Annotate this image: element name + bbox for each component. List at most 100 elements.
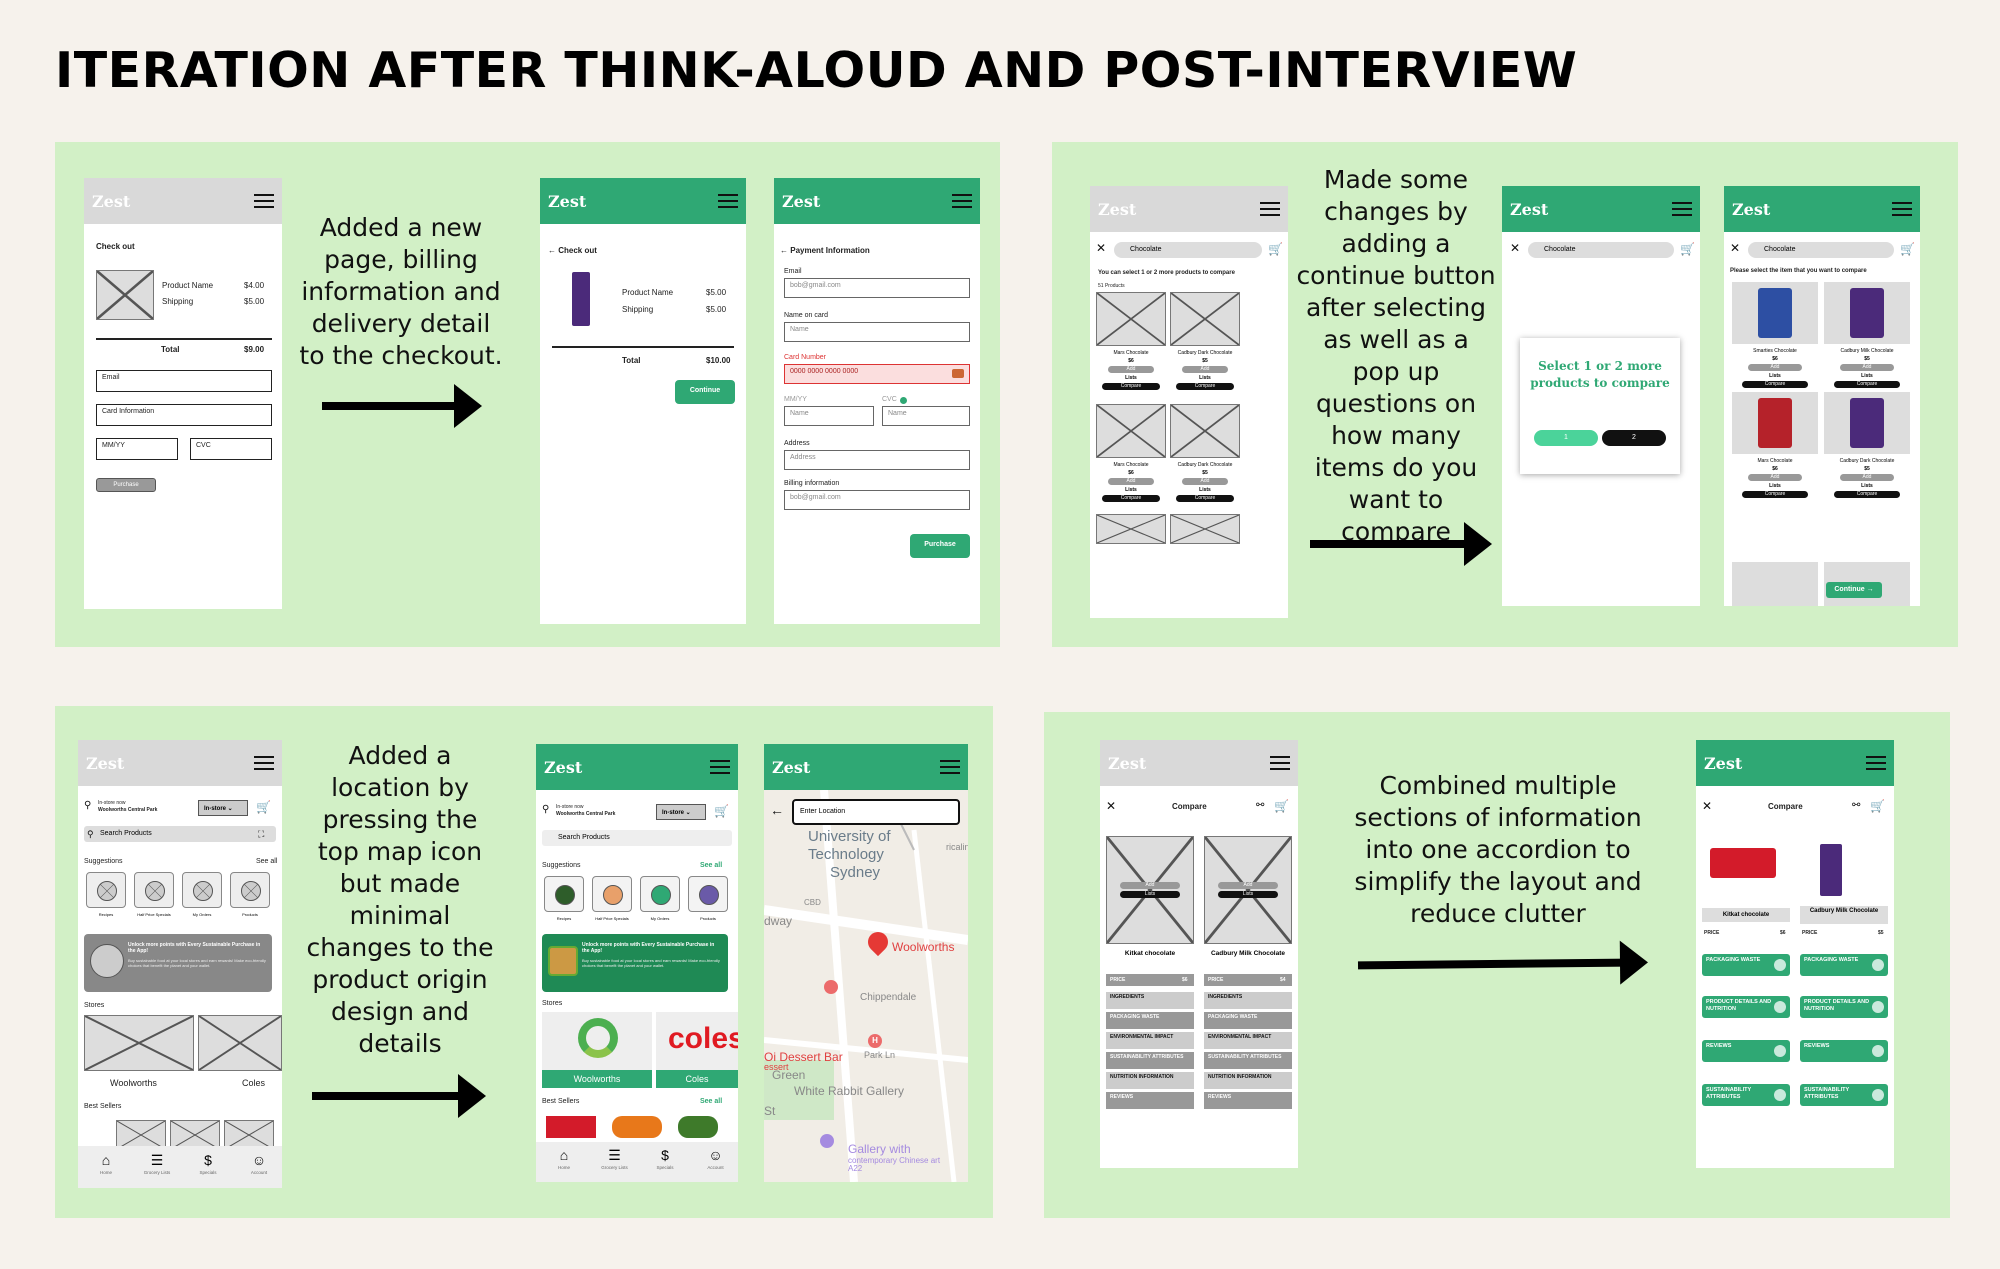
continue-button[interactable]: Continue [675, 380, 735, 404]
search-input[interactable]: Chocolate [1114, 242, 1262, 258]
store-card-coles[interactable]: coles Coles [656, 1012, 738, 1088]
compare-button[interactable]: Compare [1742, 491, 1808, 498]
accordion-row[interactable]: PRODUCT DETAILS AND NUTRITION [1702, 996, 1790, 1018]
chevron-down-icon[interactable] [1774, 1001, 1786, 1013]
share-icon[interactable]: ⚯ [1852, 800, 1861, 811]
nav-label[interactable]: Account [707, 1165, 724, 1170]
chevron-down-icon[interactable] [1872, 1045, 1884, 1057]
accordion-row[interactable]: PRODUCT DETAILS AND NUTRITION [1800, 996, 1888, 1018]
accordion-row[interactable]: PACKAGING WASTE [1800, 954, 1888, 976]
accordion-row[interactable]: ENVIRONMENTAL IMPACT [1204, 1032, 1292, 1049]
share-icon[interactable]: ⚯ [1256, 800, 1265, 811]
accordion-row[interactable]: PACKAGING WASTE [1702, 954, 1790, 976]
cart-icon[interactable]: 🛒 [1274, 799, 1289, 813]
compare-button[interactable]: Compare [1742, 381, 1808, 388]
hospital-pin-icon[interactable]: H [868, 1034, 882, 1048]
accordion-row[interactable]: SUSTAINABILITY ATTRIBUTES [1702, 1084, 1790, 1106]
cvc-field[interactable]: Name [882, 406, 970, 426]
cart-icon[interactable]: 🛒 [1680, 242, 1695, 256]
add-button[interactable]: Add [1120, 882, 1180, 889]
menu-icon[interactable] [254, 194, 274, 208]
lists-button[interactable]: Lists [1861, 483, 1873, 489]
dessert-pin-icon[interactable] [824, 980, 838, 994]
add-button[interactable]: Add [1840, 364, 1894, 371]
map-view[interactable] [764, 790, 968, 1182]
accordion-row[interactable]: NUTRITION INFORMATION [1106, 1072, 1194, 1089]
see-all-link[interactable]: See all [700, 862, 723, 869]
add-button[interactable]: Add [1748, 364, 1802, 371]
nav-icon[interactable]: ⌂ [559, 1147, 569, 1163]
nav-icon[interactable]: ☺ [251, 1152, 267, 1168]
accordion-row[interactable]: REVIEWS [1106, 1092, 1194, 1109]
accordion-row[interactable]: INGREDIENTS [1204, 992, 1292, 1009]
continue-button[interactable]: Continue → [1826, 582, 1882, 598]
cart-icon[interactable]: 🛒 [714, 804, 729, 818]
lists-button[interactable]: Lists [1218, 891, 1278, 898]
billing-field[interactable]: bob@gmail.com [784, 490, 970, 510]
cart-icon[interactable]: 🛒 [256, 800, 271, 814]
cart-icon[interactable]: 🛒 [1900, 242, 1915, 256]
lists-button[interactable]: Lists [1199, 375, 1211, 381]
nav-icon[interactable]: ☰ [608, 1147, 621, 1163]
close-icon[interactable]: ✕ [1096, 241, 1107, 255]
nav-label[interactable]: Grocery Lists [601, 1165, 628, 1170]
add-button[interactable]: Add [1748, 474, 1802, 481]
add-button[interactable]: Add [1218, 882, 1278, 889]
suggestion-tile[interactable] [182, 872, 222, 908]
location-input[interactable]: Enter Location [792, 799, 960, 825]
purchase-button[interactable]: Purchase [96, 478, 156, 492]
compare-button[interactable]: Compare [1102, 383, 1160, 390]
best-seller-oranges[interactable] [612, 1116, 662, 1138]
chevron-down-icon[interactable] [1872, 1089, 1884, 1101]
accordion-row[interactable]: ENVIRONMENTAL IMPACT [1106, 1032, 1194, 1049]
accordion-row[interactable]: SUSTAINABILITY ATTRIBUTES [1204, 1052, 1292, 1069]
search-input[interactable]: Chocolate [1528, 242, 1674, 258]
best-seller-placeholder[interactable] [224, 1120, 274, 1150]
accordion-row[interactable]: SUSTAINABILITY ATTRIBUTES [1800, 1084, 1888, 1106]
suggestion-tile[interactable] [86, 872, 126, 908]
menu-icon[interactable] [1866, 756, 1886, 770]
best-seller-greens[interactable] [678, 1116, 718, 1138]
menu-icon[interactable] [718, 194, 738, 208]
nav-icon[interactable]: $ [661, 1147, 669, 1163]
suggestion-tile[interactable] [640, 876, 680, 912]
add-button[interactable]: Add [1108, 478, 1154, 485]
menu-icon[interactable] [1892, 202, 1912, 216]
menu-icon[interactable] [1270, 756, 1290, 770]
search-input[interactable]: Chocolate [1748, 242, 1894, 258]
best-seller-kitkat[interactable] [546, 1116, 596, 1138]
mmyy-field[interactable]: Name [784, 406, 874, 426]
nav-label[interactable]: Specials [199, 1170, 217, 1175]
close-icon[interactable]: ✕ [1106, 799, 1117, 813]
email-field[interactable]: bob@gmail.com [784, 278, 970, 298]
add-button[interactable]: Add [1182, 366, 1228, 373]
cart-icon[interactable]: 🛒 [1268, 242, 1283, 256]
mode-dropdown[interactable]: In-store ⌄ [198, 800, 248, 816]
nav-icon[interactable]: ☰ [150, 1152, 164, 1168]
option-2-button[interactable]: 2 [1602, 430, 1666, 446]
see-all-link[interactable]: See all [700, 1098, 723, 1105]
address-field[interactable]: Address [784, 450, 970, 470]
menu-icon[interactable] [1260, 202, 1280, 216]
purchase-button[interactable]: Purchase [910, 534, 970, 558]
suggestion-tile[interactable] [134, 872, 174, 908]
store-card-woolworths[interactable]: Woolworths [542, 1012, 652, 1088]
nav-label[interactable]: Home [99, 1170, 112, 1175]
accordion-row[interactable]: REVIEWS [1204, 1092, 1292, 1109]
promo-banner[interactable]: Unlock more points with Every Sustainabl… [542, 934, 728, 992]
lists-button[interactable]: Lists [1125, 487, 1137, 493]
lists-button[interactable]: Lists [1769, 373, 1781, 379]
email-field[interactable]: Email [96, 370, 272, 392]
nav-icon[interactable]: ⌂ [101, 1152, 111, 1168]
lists-button[interactable]: Lists [1769, 483, 1781, 489]
suggestion-tile[interactable] [230, 872, 270, 908]
menu-icon[interactable] [952, 194, 972, 208]
chevron-down-icon[interactable] [1774, 1045, 1786, 1057]
name-field[interactable]: Name [784, 322, 970, 342]
search-input[interactable]: Search Products [542, 830, 732, 846]
lists-button[interactable]: Lists [1120, 891, 1180, 898]
map-pin-icon[interactable]: ⚲ [542, 804, 550, 815]
card-field[interactable]: Card Information [96, 404, 272, 426]
nav-label[interactable]: Specials [656, 1165, 674, 1170]
promo-banner[interactable]: Unlock more points with Every Sustainabl… [84, 934, 272, 992]
